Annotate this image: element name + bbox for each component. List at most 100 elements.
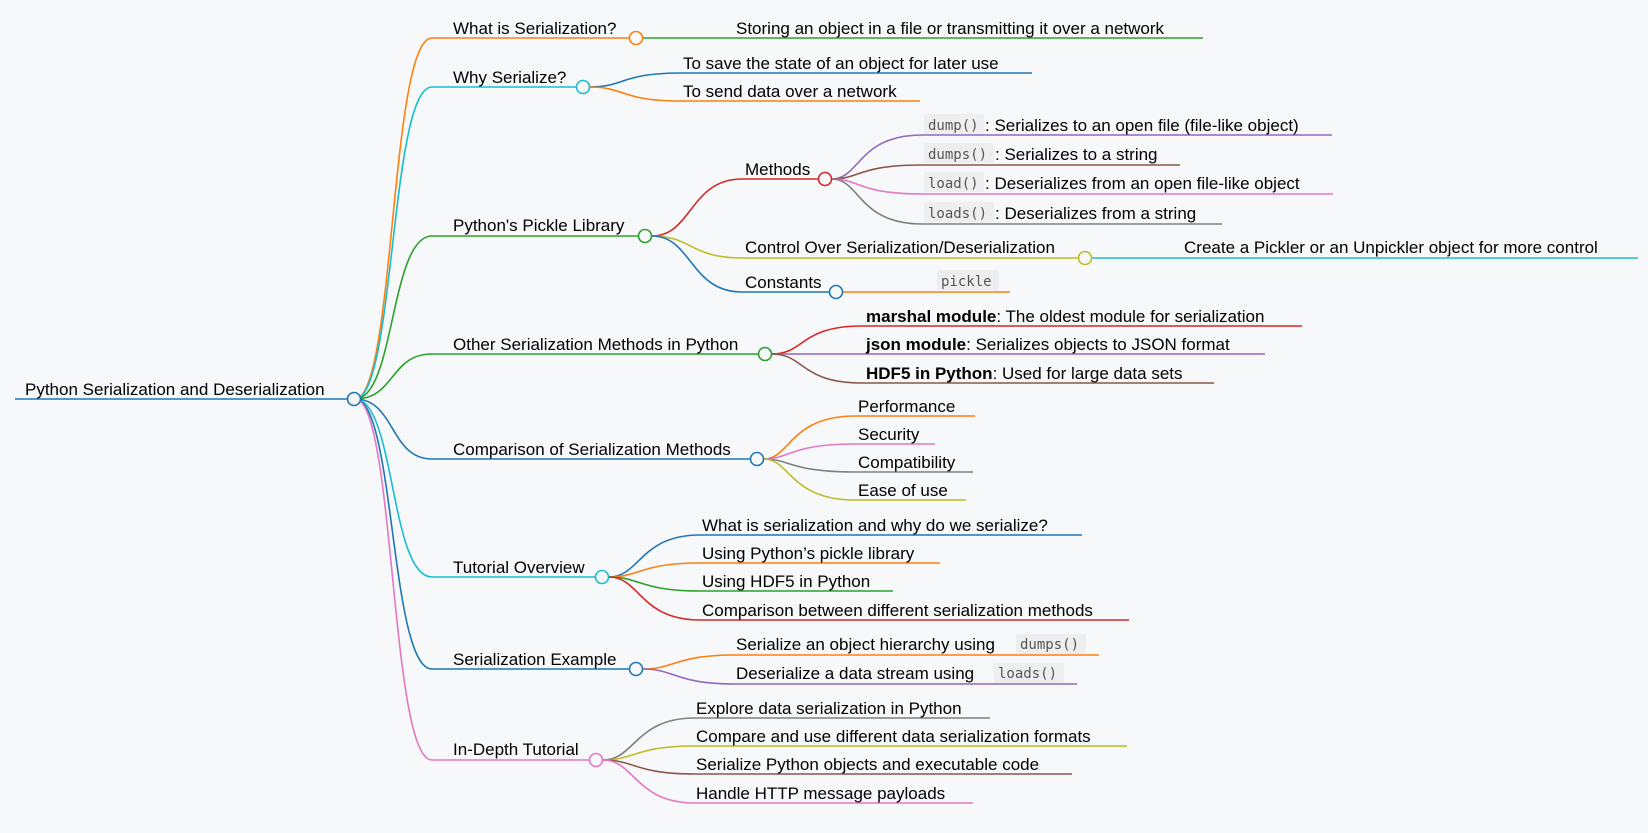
- code-pickle: pickle: [941, 274, 992, 290]
- node-label-n6_2: Using Python’s pickle library: [702, 544, 915, 563]
- node-label-n3: Python's Pickle Library: [453, 216, 625, 235]
- code-n7-loads: loads(): [998, 666, 1057, 682]
- link-n3_1-b: [831, 164, 923, 180]
- node-toggle-n5[interactable]: [749, 451, 765, 467]
- node-label-n8_3: Serialize Python objects and executable …: [696, 755, 1039, 774]
- n4_3-bold: HDF5 in Python: [866, 364, 993, 383]
- node-label-n8_4: Handle HTTP message payloads: [696, 784, 945, 803]
- link-n3-n3_3: [651, 235, 743, 293]
- link-n7-a: [642, 654, 736, 670]
- node-toggle-root[interactable]: [346, 391, 362, 407]
- node-label-n2_1: To save the state of an object for later…: [683, 54, 999, 73]
- link-n8-d: [602, 759, 696, 804]
- node-label-n3_2: Control Over Serialization/Deserializati…: [745, 238, 1055, 257]
- link-root-n3: [354, 235, 433, 400]
- root-label: Python Serialization and Deserialization: [25, 380, 325, 399]
- link-root-n1: [354, 37, 433, 400]
- node-toggle-n8[interactable]: [588, 752, 604, 768]
- link-n3_1-d: [831, 178, 923, 225]
- link-root-n2: [354, 86, 433, 400]
- node-dots: [346, 30, 1093, 768]
- node-label-n2: Why Serialize?: [453, 68, 566, 87]
- node-label-n4: Other Serialization Methods in Python: [453, 335, 738, 354]
- link-root-n8: [354, 398, 433, 761]
- node-label-n7_1: Serialize an object hierarchy using: [736, 635, 995, 654]
- link-n6-b: [608, 562, 701, 578]
- link-n3_1-a: [831, 134, 923, 180]
- link-root-n7: [354, 398, 433, 670]
- code-chip-n7-loads: [994, 663, 1064, 683]
- node-label-n5_4: Ease of use: [858, 481, 948, 500]
- node-label-n3_1_3: : Deserializes from an open file-like ob…: [985, 174, 1300, 193]
- node-label-n3_1: Methods: [745, 160, 810, 179]
- node-toggle-n4[interactable]: [757, 346, 773, 362]
- link-root-n5: [354, 398, 433, 460]
- link-n6-a: [608, 534, 701, 578]
- node-underlines: [15, 37, 1638, 804]
- node-label-n3_1_4: : Deserializes from a string: [995, 204, 1196, 223]
- node-toggle-n3_2[interactable]: [1077, 250, 1093, 266]
- node-label-n7: Serialization Example: [453, 650, 616, 669]
- node-label-n8_2: Compare and use different data serializa…: [696, 727, 1091, 746]
- code-chip-pickle: [937, 270, 999, 290]
- link-n6-c: [608, 576, 701, 592]
- node-toggle-n3_1[interactable]: [817, 171, 833, 187]
- n4_2-text: : Serializes objects to JSON format: [966, 335, 1230, 354]
- link-root-n6: [354, 398, 433, 578]
- code-chip-load: [924, 172, 984, 192]
- code-dumps: dumps(): [928, 147, 987, 163]
- node-label-n5_2: Security: [858, 425, 920, 444]
- n4_2-bold: json module: [865, 335, 966, 354]
- node-toggle-n3[interactable]: [637, 228, 653, 244]
- link-n4-a: [771, 325, 863, 355]
- node-label-n8_1: Explore data serialization in Python: [696, 699, 962, 718]
- node-label-n3_3: Constants: [745, 273, 822, 292]
- node-label-n5_1: Performance: [858, 397, 955, 416]
- code-chip-loads: [924, 202, 994, 222]
- code-loads: loads(): [928, 206, 987, 222]
- link-n7-b: [642, 668, 736, 685]
- link-n8-a: [602, 717, 696, 761]
- link-n3-n3_1: [651, 178, 743, 237]
- node-label-n6: Tutorial Overview: [453, 558, 585, 577]
- node-toggle-n3_3[interactable]: [828, 284, 844, 300]
- link-n2-n2_2: [589, 86, 683, 102]
- link-root-n4: [354, 353, 433, 400]
- node-label-n4_2: json module: Serializes objects to JSON …: [865, 335, 1230, 354]
- link-n2-n2_1: [589, 72, 683, 88]
- link-n4-c: [771, 353, 863, 384]
- node-label-n7_2: Deserialize a data stream using: [736, 664, 974, 683]
- node-label-n6_4: Comparison between different serializati…: [702, 601, 1093, 620]
- node-label-n5_3: Compatibility: [858, 453, 956, 472]
- node-label-n4_3: HDF5 in Python: Used for large data sets: [866, 364, 1183, 383]
- code-chip-n7-dumps: [1016, 634, 1086, 654]
- n4_3-text: : Used for large data sets: [993, 364, 1183, 383]
- node-labels: Python Serialization and Deserialization…: [25, 19, 1598, 803]
- node-toggle-n1[interactable]: [628, 30, 644, 46]
- link-n8-c: [602, 759, 696, 775]
- node-toggle-n2[interactable]: [575, 79, 591, 95]
- node-label-n3_2_1: Create a Pickler or an Unpickler object …: [1184, 238, 1598, 257]
- link-n3_1-c: [831, 178, 923, 195]
- link-n3-n3_2: [651, 235, 743, 259]
- node-label-n8: In-Depth Tutorial: [453, 740, 579, 759]
- node-label-n3_1_1: : Serializes to an open file (file-like …: [985, 116, 1299, 135]
- link-n5-b: [763, 443, 856, 460]
- code-dump: dump(): [928, 118, 979, 134]
- mindmap-links: [354, 37, 1115, 804]
- node-toggle-n7[interactable]: [628, 661, 644, 677]
- code-chip-dumps: [924, 143, 994, 163]
- link-n5-a: [763, 415, 856, 460]
- code-load: load(): [928, 176, 979, 192]
- node-label-n6_3: Using HDF5 in Python: [702, 572, 870, 591]
- node-label-n4_1: marshal module: The oldest module for se…: [866, 307, 1264, 326]
- node-toggle-n6[interactable]: [594, 569, 610, 585]
- n4_1-bold: marshal module: [866, 307, 996, 326]
- code-chip-dump: [924, 114, 984, 134]
- node-label-n1: What is Serialization?: [453, 19, 616, 38]
- link-n5-d: [763, 458, 856, 501]
- node-label-n3_1_2: : Serializes to a string: [995, 145, 1158, 164]
- link-n6-d: [608, 576, 701, 621]
- link-n5-c: [763, 458, 856, 473]
